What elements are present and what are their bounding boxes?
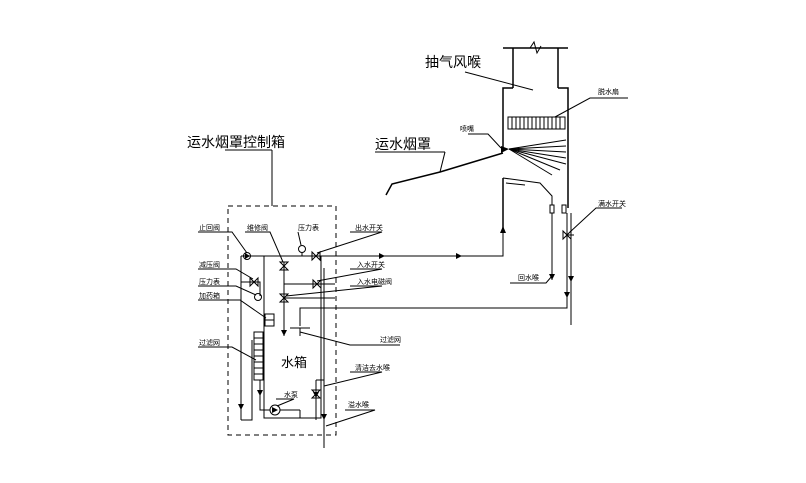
float-switch-label: 满水开关 [598, 199, 626, 208]
hood-trough [502, 177, 567, 214]
dosing-box-symbol [264, 313, 275, 327]
maintenance-valve-symbol [278, 261, 290, 271]
filter-left-symbol [253, 331, 264, 381]
water-hood-canopy [385, 152, 504, 196]
nozzle-label: 喷嘴 [460, 124, 474, 133]
check-valve-label: 止回阀 [199, 223, 220, 232]
water-tank-label: 水箱 [281, 355, 307, 371]
outlet-switch-label: 出水开关 [355, 223, 383, 232]
pressure-gauge-top-symbol [298, 245, 306, 256]
pressure-reducer-label: 减压阀 [199, 260, 220, 269]
pressure-reducer-symbol [249, 276, 259, 288]
dewater-plate-label: 脱水扇 [598, 87, 619, 96]
dewater-plate [507, 116, 566, 130]
maintenance-valve-label: 维修阀 [247, 223, 268, 232]
drain-pipe-clean-label: 清洁去水喉 [355, 363, 390, 372]
water-pump-label: 水泵 [284, 390, 298, 399]
inlet-switch-label: 入水开关 [357, 260, 385, 269]
water-pump-symbol [269, 404, 281, 416]
filter-left-label: 过滤网 [199, 338, 220, 347]
overflow-pipe-label: 溢水喉 [348, 400, 369, 409]
dosing-box-label: 加药箱 [199, 291, 220, 300]
control-box-outline [227, 205, 337, 436]
float-switch-symbol [562, 229, 574, 241]
control-box-label: 运水烟罩控制箱 [187, 135, 285, 151]
water-hood-label: 运水烟罩 [375, 137, 431, 153]
pressure-gauge-left-label: 压力表 [199, 277, 220, 286]
leader-lines [198, 71, 628, 427]
nozzle [501, 139, 567, 176]
pressure-gauge-top-label: 压力表 [298, 223, 319, 232]
exhaust-duct-label: 抽气风喉 [425, 55, 481, 71]
return-pipe-label: 回水喉 [518, 273, 539, 282]
inlet-solenoid-symbol [278, 293, 290, 303]
drain-valve-symbol [310, 389, 322, 399]
inlet-solenoid-label: 入水电磁阀 [357, 277, 392, 286]
exhaust-duct [502, 40, 569, 232]
filter-right-label: 过滤网 [380, 335, 401, 344]
pressure-gauge-left-symbol [254, 293, 262, 301]
piping [238, 213, 574, 448]
